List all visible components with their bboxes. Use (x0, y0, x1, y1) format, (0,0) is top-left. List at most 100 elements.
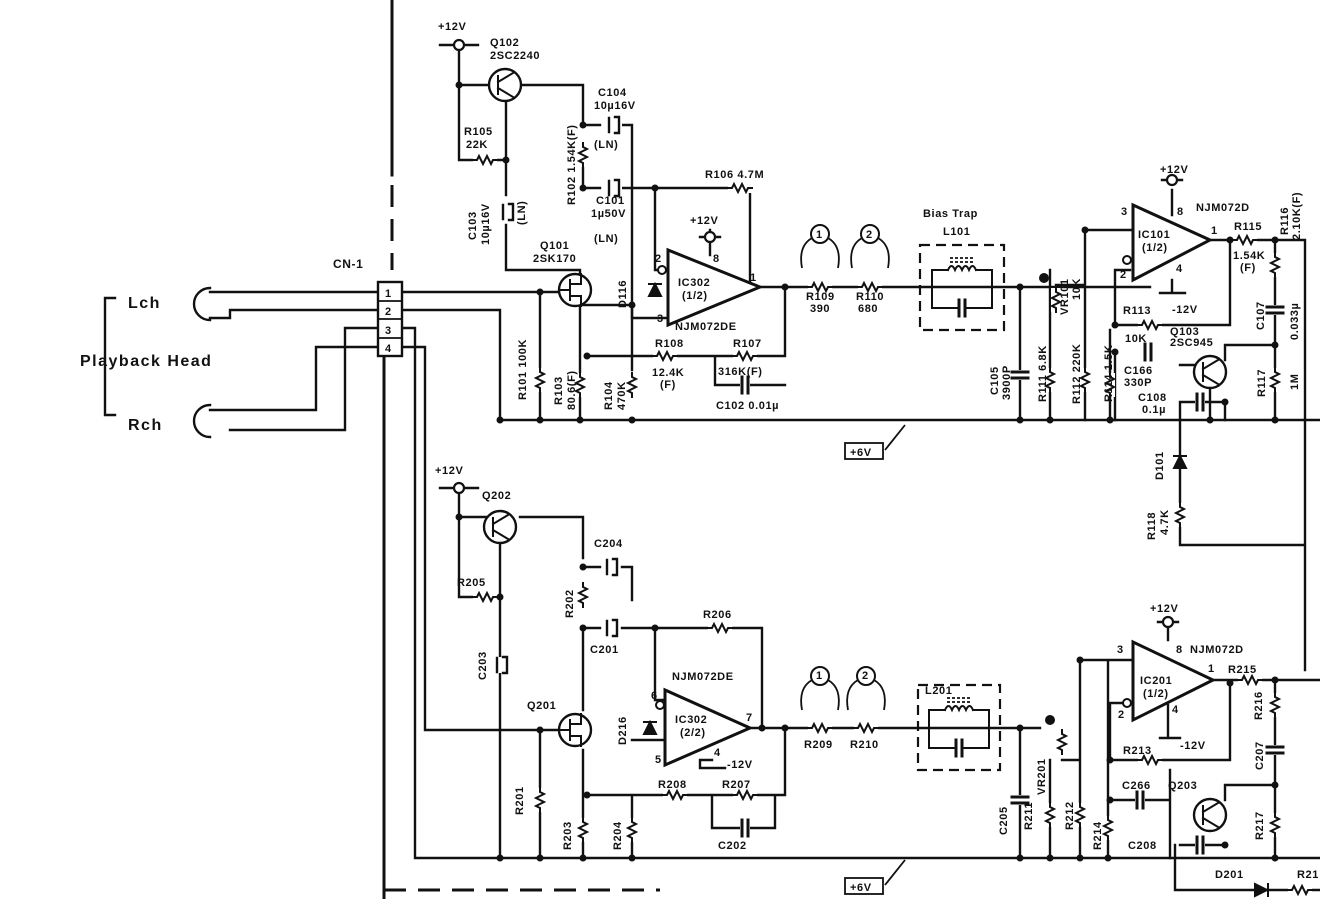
r115-value: 1.54K (1233, 250, 1265, 262)
c204-label: C204 (594, 538, 623, 550)
r115-tolerance: (F) (1240, 262, 1256, 274)
junction-dot (651, 624, 659, 632)
q103-transistor (1192, 354, 1228, 390)
ic201-pin8: 8 (1176, 644, 1183, 656)
test-point-1-loop (810, 224, 830, 244)
q102-label: Q102 (490, 37, 519, 49)
test-point-2-loop-leads (850, 237, 890, 269)
junction-dot (1111, 321, 1119, 329)
ic101-neg-supply-label: -12V (1172, 304, 1198, 316)
ic302a-unit: (1/2) (682, 290, 708, 302)
r108-resistor (652, 349, 678, 363)
r211-resistor (1043, 802, 1057, 828)
r109-label: R109 (806, 291, 835, 303)
ic302a-pin2: 2 (655, 253, 662, 265)
r111-resistor (1043, 367, 1057, 393)
r209-resistor (807, 721, 833, 735)
c166-value: 330P (1124, 377, 1152, 389)
ic101-pin1: 1 (1211, 225, 1218, 237)
junction-dot (628, 416, 636, 424)
junction-dot (1104, 854, 1112, 862)
ic302a-pin3: 3 (657, 313, 664, 325)
ic201-supply-label: +12V (1150, 603, 1178, 615)
r107-label: R107 (733, 338, 762, 350)
q102-supply-label: +12V (438, 21, 466, 33)
test-point-2-bottom: 2 (862, 670, 869, 682)
bias-trap-l201-box (916, 683, 1002, 772)
r213-label: R213 (1123, 745, 1152, 757)
ic101-label: IC101 (1138, 229, 1170, 241)
junction-dot (1016, 724, 1024, 732)
r103-resistor (573, 372, 587, 398)
r118-value: 4.7K (1159, 509, 1171, 535)
r215-label: R215 (1228, 664, 1257, 676)
svg-text:+6V: +6V (850, 447, 872, 459)
r110-value: 680 (858, 303, 878, 315)
q202-supply-label: +12V (435, 465, 463, 477)
r204-label: R204 (612, 821, 624, 850)
vr101-pot (1049, 287, 1063, 313)
c107-value: 0.033µ (1289, 303, 1301, 340)
r117-label: R117 (1256, 369, 1268, 397)
ic101-pin2: 2 (1120, 269, 1127, 281)
junction-dot (536, 854, 544, 862)
q201-fet-leads (558, 713, 582, 747)
ic101-inverting-bubble (1122, 255, 1132, 265)
r113-label: R113 (1123, 305, 1151, 317)
r110-resistor (857, 280, 883, 294)
connector-pin-2: 2 (385, 306, 392, 318)
ic302b-opamp (663, 687, 754, 768)
ic101-supply-terminal (1165, 173, 1179, 187)
junction-dot (1271, 781, 1279, 789)
c108-capacitor-bg (1195, 394, 1205, 410)
r116-resistor (1268, 252, 1282, 278)
c105-value: 3900P (1001, 365, 1013, 400)
r109-value: 390 (810, 303, 830, 315)
r214-resistor (1101, 815, 1115, 841)
r102-resistor (576, 142, 590, 168)
r209-label: R209 (804, 739, 833, 751)
c207-capacitor-bg (1267, 745, 1283, 755)
c203-label: C203 (477, 651, 489, 680)
ic201-label: IC201 (1140, 675, 1172, 687)
junction-dot (536, 416, 544, 424)
q103-transistor-leads (1201, 358, 1220, 386)
c108-value: 0.1µ (1142, 404, 1166, 416)
r21x-resistor (1287, 883, 1313, 897)
c105-capacitor (1010, 370, 1030, 380)
r203-label: R203 (562, 821, 574, 850)
q203-transistor-leads (1201, 801, 1220, 829)
ic302a-label: IC302 (678, 277, 710, 289)
q202-label: Q202 (482, 490, 511, 502)
r107-value: 316K(F) (718, 366, 763, 378)
plus6v-tag-bottom: +6V (844, 877, 884, 895)
r215-resistor (1237, 673, 1263, 687)
l201-label: L201 (925, 685, 952, 697)
l101-bias-trap-cap (957, 298, 967, 318)
ic101-part: NJM072D (1196, 202, 1250, 214)
r101-resistor (533, 367, 547, 393)
junction-dot (1221, 398, 1229, 406)
r212-resistor (1073, 802, 1087, 828)
c108-label: C108 (1138, 392, 1167, 404)
r216-label: R216 (1253, 691, 1265, 720)
c202-capacitor (740, 818, 750, 838)
c103-capacitor (501, 202, 515, 222)
connector-pin-1: 1 (385, 288, 392, 300)
top-channel-labels: +12V Q102 2SC2240 C104 10µ16V (LN) R105 … (438, 21, 1303, 540)
ic101-opamp (1131, 202, 1214, 283)
r117-value: 1M (1289, 374, 1301, 390)
c107-capacitor-bg (1267, 305, 1283, 315)
op-amps (663, 202, 1217, 768)
junction-dot (576, 416, 584, 424)
bias-trap-label: Bias Trap (923, 208, 978, 220)
junction-dot (536, 726, 544, 734)
junction-dot (1206, 416, 1214, 424)
q101-type: 2SK170 (533, 253, 576, 265)
r105-value: 22K (466, 139, 488, 151)
c205-capacitor-bg (1012, 795, 1028, 805)
c166-label: C166 (1124, 365, 1153, 377)
junction-dot (455, 513, 463, 521)
r118-resistor (1173, 502, 1187, 528)
